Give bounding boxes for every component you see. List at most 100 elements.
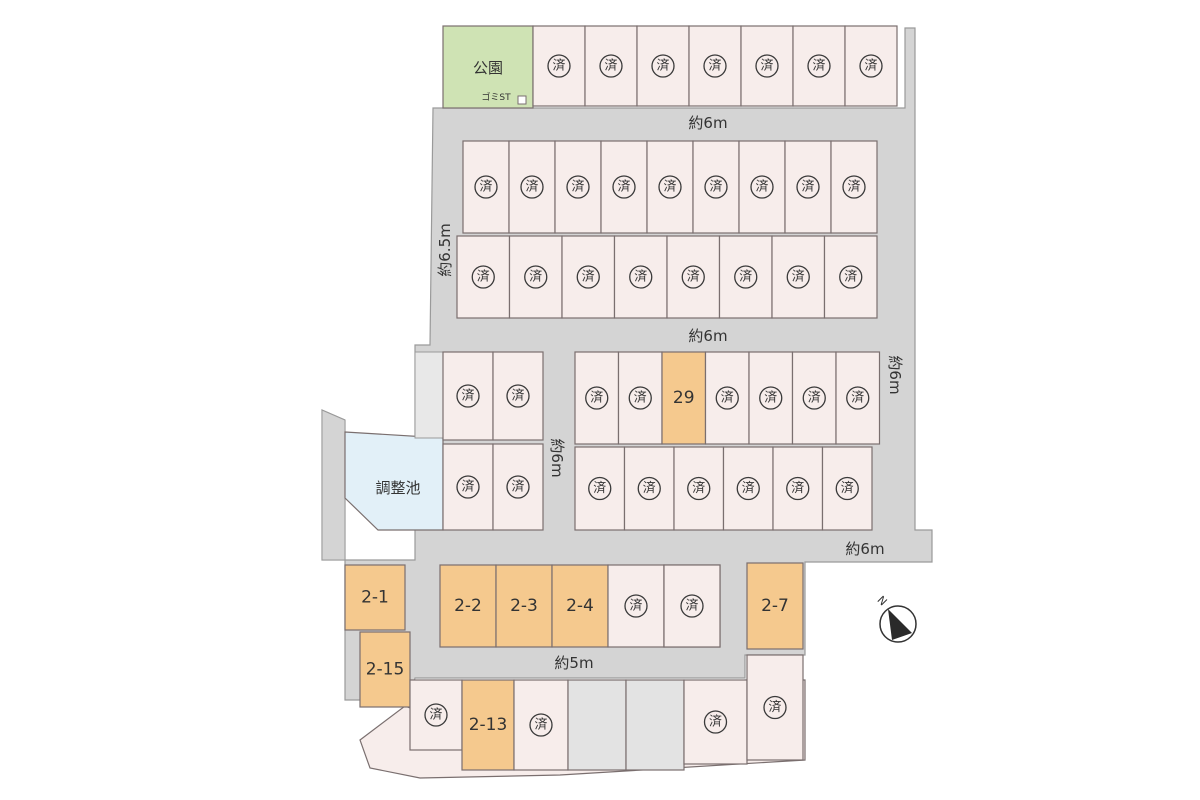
lot-shape [600,140,648,234]
lot-available: 2-13 [461,679,515,771]
lot-sold: 済 [692,140,740,234]
lot-available: 2-15 [359,631,411,708]
garbage-station-label: ゴミST [481,91,511,103]
sold-mark-icon [576,265,600,289]
garbage-station-bg [476,91,520,105]
lot-sold: 済 [617,351,663,445]
lot-shape [513,679,569,771]
sold-mark-icon [750,175,774,199]
sold-mark-text: 済 [617,179,630,195]
road-label-lower: 約6m [845,540,884,558]
lot-shape [771,235,826,319]
lot-number: 2-7 [761,596,789,616]
sold-mark-text: 済 [604,58,617,74]
lot-shape [461,679,515,771]
lot-shape [772,446,824,531]
sold-mark-icon [506,384,530,408]
sold-mark-text: 済 [429,707,442,723]
sold-mark-text: 済 [709,714,722,730]
sold-mark-text: 済 [461,479,474,495]
sold-mark-icon [599,54,623,78]
compass-needle [888,609,912,640]
sold-mark-text: 済 [739,269,752,285]
sold-mark-icon [807,54,831,78]
lot-shape [617,351,663,445]
lot-shape [508,235,563,319]
lot-empty [625,679,685,771]
lot-sold: 済 [771,235,826,319]
lot-sold: 済 [636,25,690,107]
sold-mark-text: 済 [692,480,705,496]
sold-mark-icon [547,54,571,78]
road-west-extension [321,409,346,561]
sold-mark-text: 済 [590,390,603,406]
lot-available: 2-1 [344,564,406,631]
lot-shape [574,446,626,531]
lot-sold: 済 [666,235,721,319]
sold-mark-text: 済 [634,390,647,406]
lot-shape [646,140,694,234]
lot-shape [532,25,586,107]
lot-shape [661,351,707,445]
lot-shape [492,351,544,441]
lot-sold: 済 [492,443,544,531]
lot-number: 2-2 [454,596,482,616]
sold-mark-icon [703,710,728,734]
lot-shape [574,351,620,445]
sold-mark-text: 済 [634,269,647,285]
lot-shape [823,235,878,319]
road-labels: 約6m 約6.5m 約6m 約6m 約6m 約6m 約5m [436,114,904,672]
sold-mark-icon [835,476,859,501]
sold-mark-icon [736,476,760,501]
sold-mark-icon [629,265,653,289]
road-label-top: 約6m [688,114,727,132]
lot-sold: 済 [613,235,668,319]
sold-mark-icon [802,386,826,410]
sold-mark-text: 済 [764,390,777,406]
lot-sold: 済 [835,351,881,445]
sold-mark-icon [524,265,548,289]
sold-mark-text: 済 [755,179,768,195]
lot-sold: 済 [821,446,873,531]
lot-sold: 済 [792,25,846,107]
lot-sold: 済 [683,679,748,765]
lot-shape [442,443,494,531]
sold-mark-text: 済 [721,390,734,406]
lot-sold: 済 [688,25,742,107]
lot-shape [830,140,878,234]
lot-shape [663,564,721,648]
sold-mark-text: 済 [525,179,538,195]
lot-sold: 済 [584,25,638,107]
sold-mark-icon [715,386,739,410]
lot-shape [740,25,794,107]
lot-empty [567,679,627,771]
lot-available: 2-2 [439,564,497,648]
lot-sold: 済 [772,446,824,531]
lot-shape [835,351,881,445]
sold-mark-icon [471,265,495,289]
lot-sold: 済 [442,443,494,531]
sold-mark-icon [658,175,682,199]
sold-mark-text: 済 [477,269,490,285]
sold-mark-icon [506,475,530,499]
lot-shape [666,235,721,319]
sold-mark-icon [786,476,810,501]
lot-sold: 済 [844,25,898,107]
lot-available: 2-7 [746,562,804,650]
sold-mark-text: 済 [629,598,642,614]
lot-shape [492,443,544,531]
sold-mark-text: 済 [461,388,474,404]
sold-mark-icon [763,695,787,720]
sold-mark-text: 済 [656,58,669,74]
sold-mark-text: 済 [511,388,524,404]
sold-mark-icon [734,265,758,289]
sold-mark-text: 済 [812,58,825,74]
lot-shape [344,564,406,631]
road-label-east: 約6m [886,355,904,394]
lot-sold: 済 [784,140,832,234]
lot-shape [554,140,602,234]
lot-number: 2-3 [510,596,538,616]
sold-mark-icon [456,384,480,408]
